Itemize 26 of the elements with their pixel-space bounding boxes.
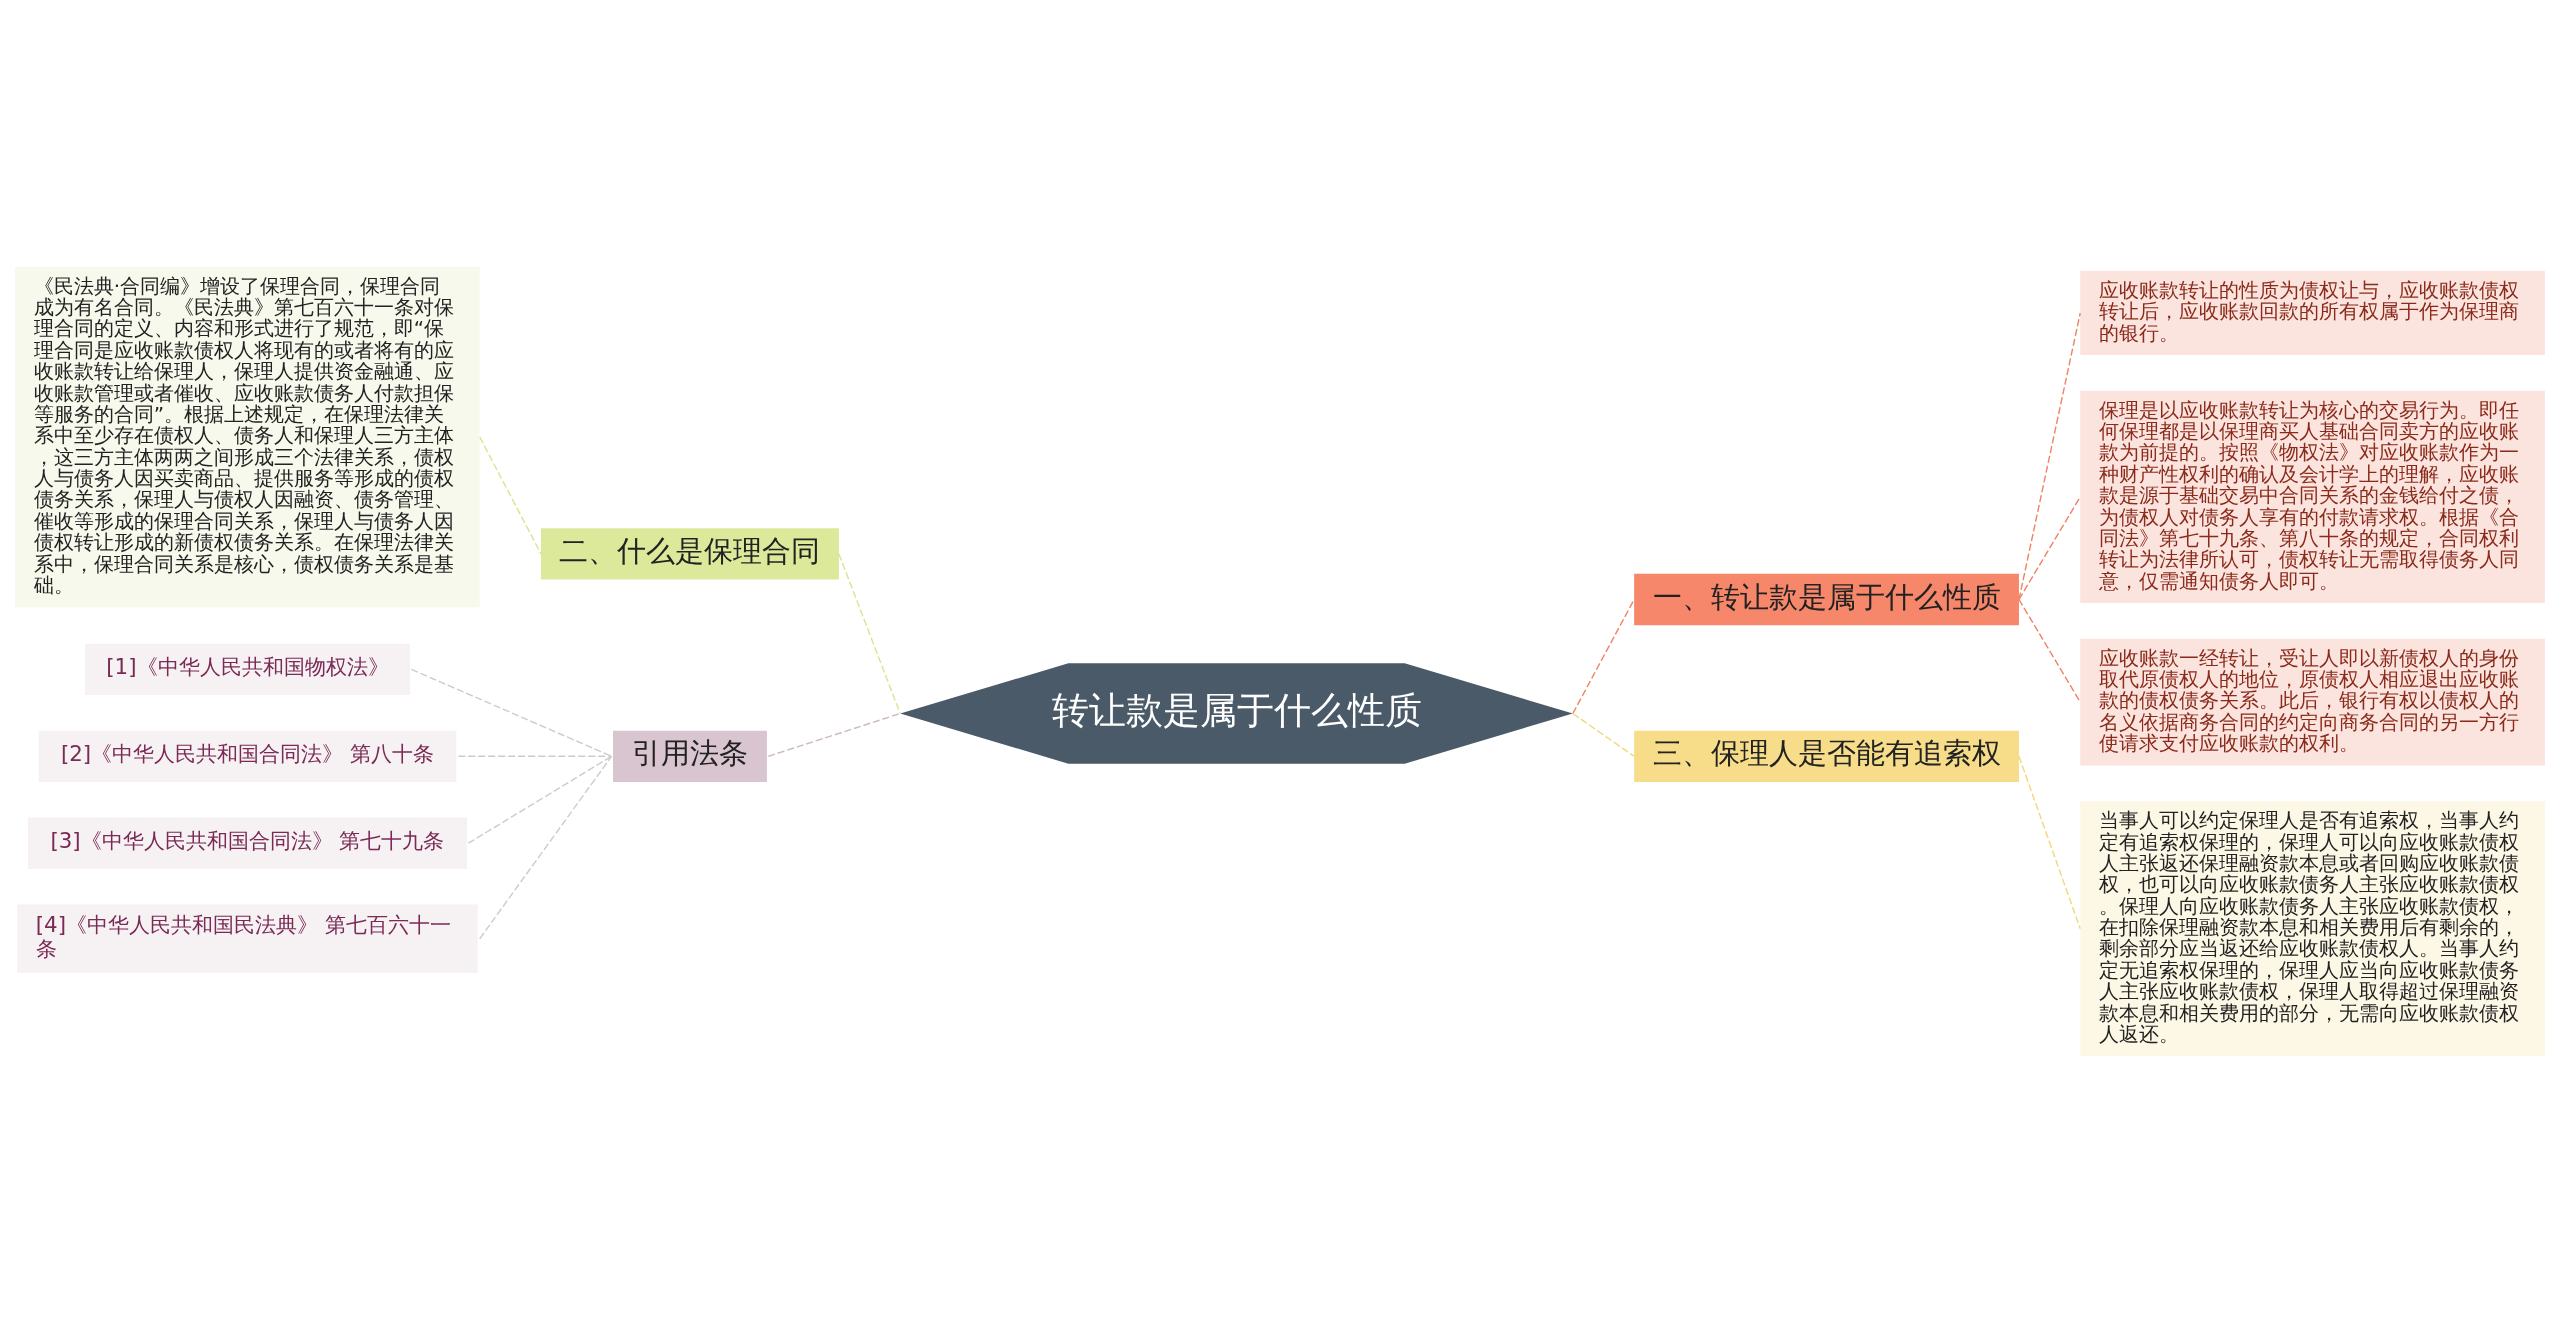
connector [410,668,613,757]
node-box: [3]《中华人民共和国合同法》 第七十九条 [27,817,467,869]
connector [479,755,613,940]
connector [457,755,613,757]
node-box: [4]《中华人民共和国民法典》 第七百六十一条 [17,904,478,973]
node-box: 应收账款转让的性质为债权让与，应收账款债权转让后，应收账款回款的所有权属于作为保理商的银行。 [2080,271,2545,356]
node-box: 一、转让款是属于什么性质 [1634,573,2019,626]
connector [2018,755,2081,930]
connector [2018,598,2081,703]
connector [2018,312,2081,601]
node-box: 引用法条 [613,730,767,782]
connector [838,553,901,715]
node-box: [2]《中华人民共和国合同法》 第八十条 [38,730,457,782]
connector [1572,712,1635,757]
connector [2018,496,2081,601]
connector [479,436,542,555]
node-box: 三、保理人是否能有追索权 [1634,730,2019,782]
node-box: 保理是以应收账款转让为核心的交易行为。即任何保理都是以保理商买人基础合同卖方的应收账款为前提的。按照《物权法》对应收账款作为一种财产性权利的确认及会计学上的理解，应收账款是源于基础交易中合同关系的金钱给付之债，为债权人对债务人享有的付款请求权。根据《合同法》第七十九条、第八十条的规定，合同权利转让为法律所认可，债权转让无需取得债务人同意，仅需通知债务人即可。 [2080,390,2545,604]
node-box: 应收账款一经转让，受让人即以新债权人的身份取代原债权人的地位，原债权人相应退出应收账款的债权债务关系。此后，银行有权以债权人的名义依据商务合同的约定向商务合同的另一方行使请求支付应收账款的权利。 [2080,638,2545,766]
connector [767,712,901,757]
node-box: [1]《中华人民共和国物权法》 [84,643,410,695]
node-box: 当事人可以约定保理人是否有追索权，当事人约定有追索权保理的，保理人可以向应收账款债权人主张返还保理融资款本息或者回购应收账款债权，也可以向应收账款债务人主张应收账款债权。保理人向应收账款债务人主张应收账款债权，在扣除保理融资款本息和相关费用后有剩余的，剩余部分应当返还给应收账款债权人。当事人约定无追索权保理的，保理人应当向应收账款债务人主张应收账款债权，保理人取得超过保理融资款本息和相关费用的部分，无需向应收账款债权人返还。 [2080,801,2545,1057]
connector [1572,598,1635,715]
connector [467,755,613,844]
node-box: 《民法典·合同编》增设了保理合同，保理合同成为有名合同。《民法典》第七百六十一条对保理合同的定义、内容和形式进行了规范，即“保理合同是应收账款债权人将现有的或者将有的应收账款转让给保理人，保理人提供资金融通、应收账款管理或者催收、应收账款债务人付款担保等服务的合同”。根据上述规定，在保理法律关系中至少存在债权人、债务人和保理人三方主体，这三方主体两两之间形成三个法律关系，债权人与债务人因买卖商品、提供服务等形成的债权债务关系，保理人与债权人因融资、债务管理、催收等形成的保理合同关系，保理人与债务人因债权转让形成的新债权债务关系。在保理法律关系中，保理合同关系是核心，债权债务关系是基础。 [15,266,480,608]
node-box: 二、什么是保理合同 [541,528,839,580]
